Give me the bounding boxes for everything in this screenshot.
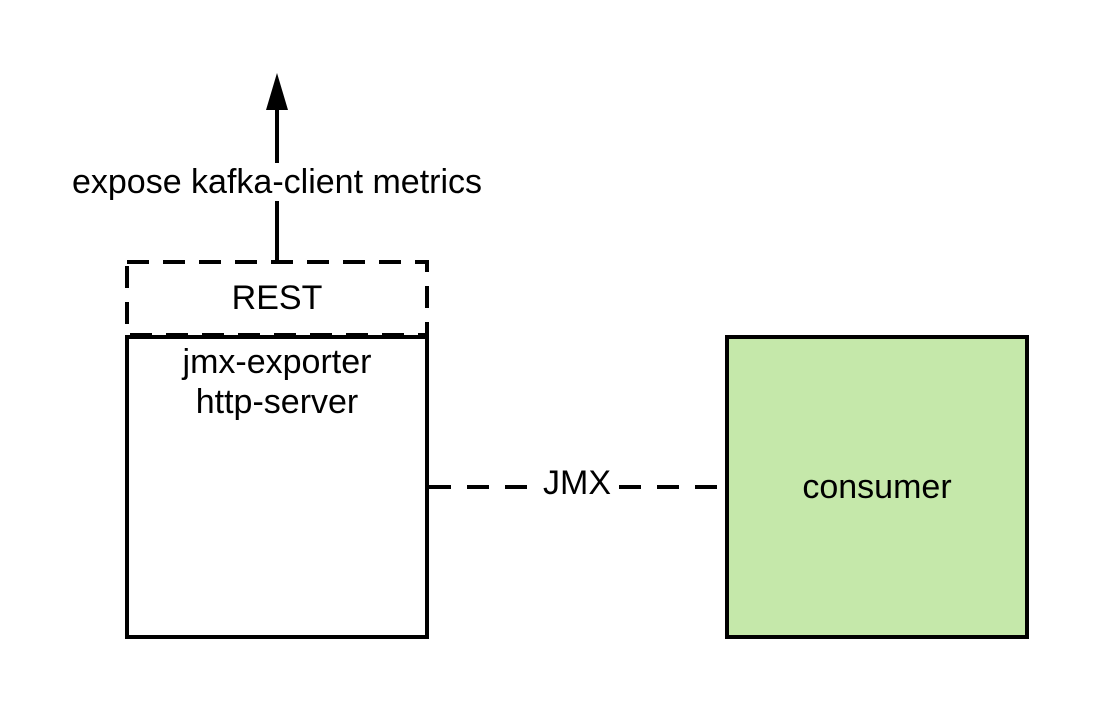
- exporter-label-line1: jmx-exporter: [182, 343, 372, 381]
- exporter-label-line2: http-server: [195, 383, 359, 421]
- exporter-label: jmx-exporter http-server: [183, 342, 372, 422]
- exporter-box: [125, 335, 429, 639]
- expose-metrics-label: expose kafka-client metrics: [65, 163, 489, 201]
- consumer-label: consumer: [802, 468, 952, 506]
- expose-metrics-arrowhead-icon: [266, 73, 288, 110]
- consumer-box: [725, 335, 1029, 639]
- rest-box: [125, 260, 429, 337]
- jmx-connector-label: JMX: [541, 464, 613, 502]
- rest-label: REST: [231, 279, 323, 317]
